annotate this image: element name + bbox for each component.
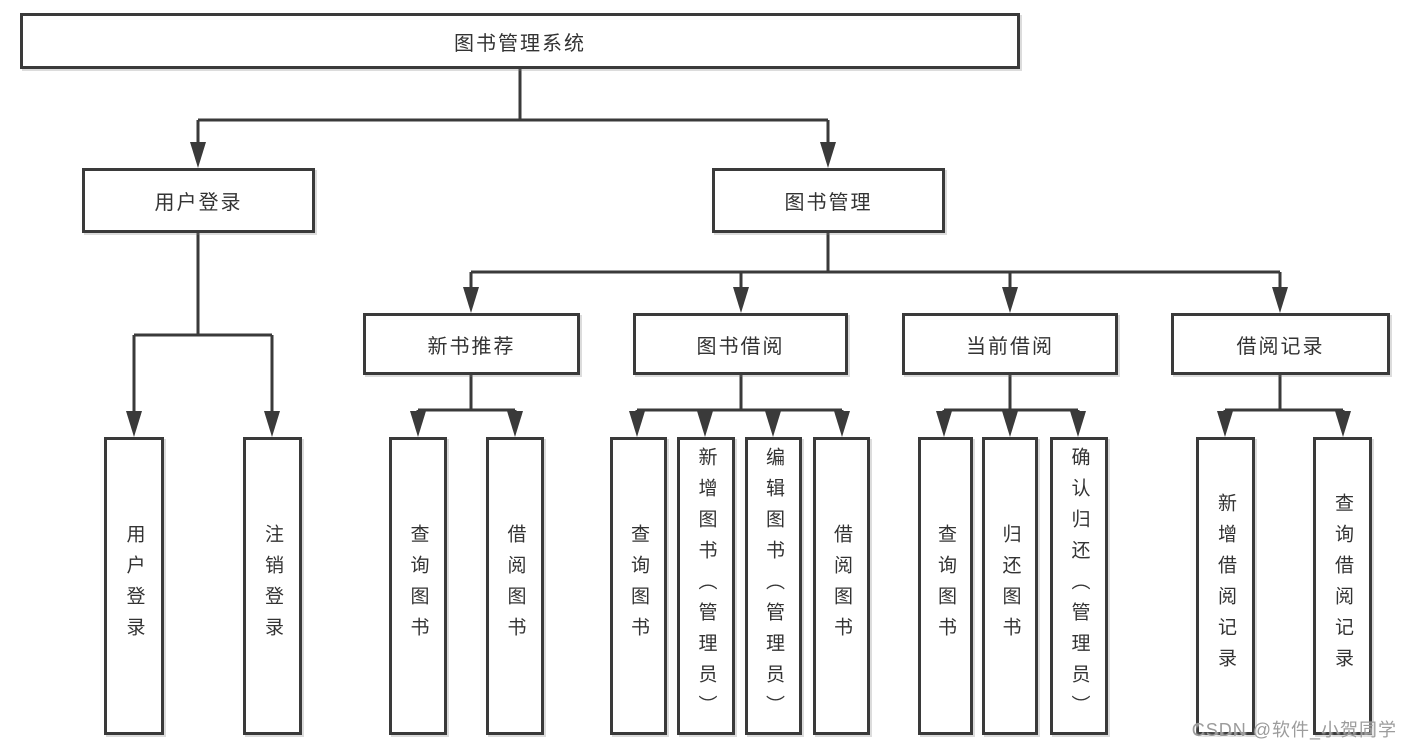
leaf-return-books-label: 归还图书: [999, 524, 1021, 648]
leaf-recommend-query-books-label: 查询图书: [407, 524, 429, 648]
leaf-current-query-books-label: 查询图书: [935, 524, 956, 648]
node-library-system-label: 图书管理系统: [454, 32, 586, 55]
node-user-login: 用户登录: [82, 168, 315, 233]
node-book-management: 图书管理: [712, 168, 945, 233]
node-borrow-records-label: 借阅记录: [1236, 335, 1325, 358]
csdn-watermark: CSDN @软件_小贺同学: [1191, 720, 1397, 740]
node-book-management-label: 图书管理: [784, 192, 873, 214]
leaf-borrowing-borrow-books-label: 借阅图书: [831, 524, 852, 648]
leaf-query-borrow-record-label: 查询借阅记录: [1332, 493, 1353, 679]
leaf-user-login-label: 用户登录: [123, 524, 145, 648]
arrowheads: [126, 142, 1351, 437]
node-current-borrowing: 当前借阅: [902, 313, 1118, 375]
leaf-confirm-return-admin: 确认归还（管理员）: [1050, 437, 1108, 735]
leaf-borrowing-query-books-label: 查询图书: [628, 524, 649, 648]
leaf-edit-books-admin: 编辑图书（管理员）: [745, 437, 802, 735]
leaf-borrowing-borrow-books: 借阅图书: [813, 437, 870, 735]
leaf-add-borrow-record: 新增借阅记录: [1196, 437, 1255, 735]
node-new-book-recommend: 新书推荐: [363, 313, 580, 375]
leaf-add-borrow-record-label: 新增借阅记录: [1215, 493, 1236, 679]
leaf-user-login: 用户登录: [104, 437, 164, 735]
tree-edges: [132, 69, 1345, 413]
node-library-system: 图书管理系统: [20, 13, 1020, 69]
node-new-book-recommend-label: 新书推荐: [427, 335, 516, 358]
leaf-logout-label: 注销登录: [262, 524, 283, 648]
node-book-borrowing-label: 图书借阅: [696, 335, 785, 358]
leaf-logout: 注销登录: [243, 437, 302, 735]
leaf-query-borrow-record: 查询借阅记录: [1313, 437, 1372, 735]
leaf-borrowing-query-books: 查询图书: [610, 437, 667, 735]
leaf-confirm-return-admin-label: 确认归还（管理员）: [1068, 446, 1090, 726]
leaf-current-query-books: 查询图书: [918, 437, 973, 735]
leaf-return-books: 归还图书: [982, 437, 1038, 735]
node-borrow-records: 借阅记录: [1171, 313, 1390, 375]
node-current-borrowing-label: 当前借阅: [966, 335, 1054, 358]
leaf-edit-books-admin-label: 编辑图书（管理员）: [763, 446, 784, 726]
leaf-add-books-admin: 新增图书（管理员）: [677, 437, 735, 735]
leaf-recommend-query-books: 查询图书: [389, 437, 447, 735]
node-user-login-label: 用户登录: [154, 192, 243, 214]
leaf-recommend-borrow-books-label: 借阅图书: [504, 524, 526, 648]
node-book-borrowing: 图书借阅: [633, 313, 848, 375]
leaf-add-books-admin-label: 新增图书（管理员）: [695, 446, 717, 726]
leaf-recommend-borrow-books: 借阅图书: [486, 437, 544, 735]
